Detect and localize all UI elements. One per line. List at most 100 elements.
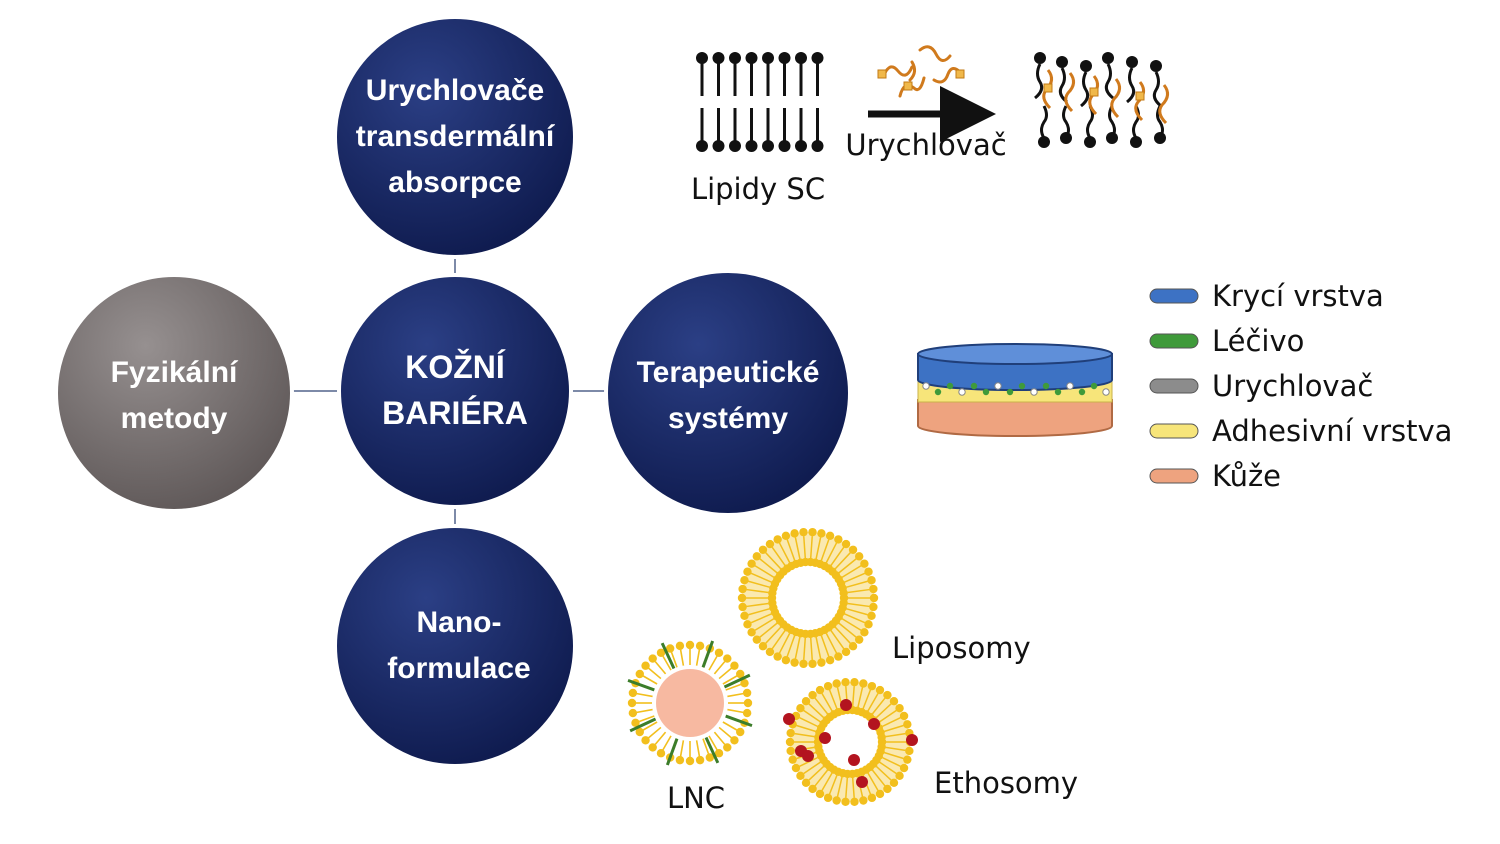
phospholipid-head bbox=[796, 704, 805, 713]
phospholipid-head bbox=[740, 611, 749, 621]
lipid-head bbox=[1106, 132, 1118, 144]
lipid-bilayer-disordered-icon bbox=[1034, 52, 1169, 148]
enhancer-dot bbox=[922, 382, 930, 390]
phospholipid-head bbox=[808, 690, 817, 700]
phospholipid-head bbox=[752, 552, 762, 561]
enhancer-head bbox=[903, 81, 913, 91]
phospholipid-head bbox=[864, 567, 873, 576]
lnc-icon bbox=[627, 640, 753, 766]
phospholipid-head bbox=[747, 628, 756, 637]
lipid-head bbox=[1130, 136, 1142, 148]
phospholipid-tail bbox=[803, 761, 821, 775]
legend-label: Krycí vrstva bbox=[1212, 279, 1384, 313]
lipid-head bbox=[1038, 136, 1050, 148]
phospholipid-tail bbox=[746, 588, 769, 594]
enhancer-head bbox=[1043, 83, 1053, 93]
phospholipid-tail bbox=[759, 622, 778, 638]
legend-swatch bbox=[1149, 468, 1199, 484]
lipid-head bbox=[811, 140, 824, 152]
phospholipid-head bbox=[841, 647, 851, 657]
phospholipid-head bbox=[801, 778, 811, 788]
phospholipid-head bbox=[850, 797, 859, 807]
drug-dot bbox=[819, 732, 831, 744]
phospholipid-head bbox=[841, 539, 851, 549]
phospholipid-tail bbox=[679, 649, 685, 666]
phospholipid-head bbox=[723, 743, 732, 752]
phospholipid-head bbox=[867, 681, 877, 691]
phospholipid-head bbox=[675, 755, 685, 765]
lipid-head bbox=[745, 140, 758, 152]
node-enhancers: Urychlovače transdermální absorpce bbox=[333, 15, 577, 259]
phospholipid-tail bbox=[750, 572, 772, 583]
phospholipid-head bbox=[854, 552, 864, 561]
phospholipid-head bbox=[665, 644, 675, 653]
phospholipid-head bbox=[656, 749, 666, 758]
phospholipid-head bbox=[869, 593, 879, 603]
phospholipid-head bbox=[877, 733, 886, 742]
lipid-head bbox=[745, 52, 758, 64]
enhancer-molecule bbox=[932, 67, 962, 84]
phospholipid-head bbox=[801, 696, 811, 706]
phospholipid-head bbox=[740, 575, 749, 585]
enhancer-molecule bbox=[908, 60, 917, 82]
lipid-tail bbox=[1132, 105, 1140, 139]
phospholipid-head bbox=[883, 690, 892, 700]
phospholipid-tail bbox=[727, 692, 744, 698]
phospholipid-tail bbox=[713, 661, 726, 675]
node-therapeutic-line-1: Terapeutické bbox=[637, 356, 820, 389]
phospholipid-tail bbox=[875, 703, 892, 719]
phospholipid-tail bbox=[702, 738, 710, 755]
liposome-label: Liposomy bbox=[892, 631, 1031, 665]
lipid-head bbox=[762, 52, 774, 64]
drug-dot bbox=[856, 776, 868, 788]
drug-dot bbox=[1054, 388, 1062, 396]
lipid-head bbox=[696, 140, 708, 152]
phospholipid-head bbox=[742, 688, 752, 698]
phospholipid-tail bbox=[885, 746, 906, 752]
enhancer-molecule bbox=[1158, 84, 1169, 125]
drug-dot bbox=[934, 388, 942, 396]
phospholipid-head bbox=[747, 559, 756, 568]
phospholipid-tail bbox=[834, 626, 851, 644]
phospholipid-head bbox=[738, 584, 747, 594]
phospholipid-head bbox=[685, 756, 695, 766]
surfactant-chain bbox=[723, 673, 751, 689]
phospholipid-tail bbox=[836, 776, 843, 797]
phospholipid-tail bbox=[722, 675, 738, 685]
hub-line-2: BARIÉRA bbox=[382, 395, 528, 431]
phospholipid-head bbox=[817, 529, 826, 538]
phospholipid-head bbox=[848, 545, 858, 554]
phospholipid-tail bbox=[750, 613, 772, 624]
phospholipid-head bbox=[736, 727, 745, 737]
phospholipid-tail bbox=[727, 708, 744, 714]
lipid-head bbox=[712, 52, 725, 64]
lipid-head bbox=[778, 52, 791, 64]
lipid-head bbox=[795, 52, 807, 64]
phospholipid-head bbox=[848, 642, 858, 651]
phospholipid-head bbox=[765, 647, 775, 657]
lipid-head bbox=[696, 52, 708, 64]
drug-dot bbox=[1018, 382, 1026, 390]
phospholipid-head bbox=[635, 727, 644, 737]
enhancer-dot bbox=[1030, 388, 1038, 396]
phospholipid-head bbox=[903, 720, 912, 729]
drug-dot bbox=[1078, 388, 1086, 396]
phospholipid-head bbox=[869, 584, 878, 594]
phospholipid-head bbox=[903, 755, 912, 764]
phospholipid-head bbox=[773, 535, 782, 544]
phospholipid-head bbox=[675, 641, 685, 651]
phospholipid-tail bbox=[851, 777, 855, 798]
phospholipid-head bbox=[627, 698, 637, 708]
ethosome-icon bbox=[783, 677, 918, 807]
phospholipid-tail bbox=[846, 580, 868, 588]
phospholipid-tail bbox=[725, 683, 742, 691]
phospholipid-tail bbox=[821, 693, 833, 712]
lipid-tail bbox=[1040, 105, 1048, 139]
phospholipid-tail bbox=[765, 552, 782, 570]
nanoparticle-panel: Liposomy Ethosomy LNC bbox=[627, 527, 1078, 815]
phospholipid-tail bbox=[654, 731, 667, 745]
phospholipid-tail bbox=[718, 667, 732, 680]
phospholipid-tail bbox=[828, 689, 838, 709]
